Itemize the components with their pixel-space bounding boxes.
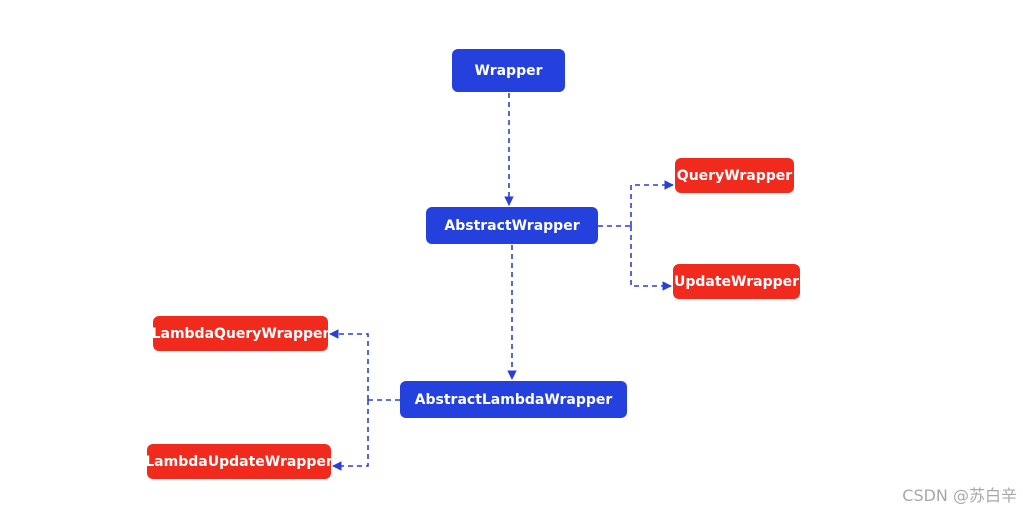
edge-abstract-lambda-to-lambda-update: [332, 400, 369, 471]
node-lambda-update-wrapper: LambdaUpdateWrapper: [145, 444, 333, 479]
node-abstract-wrapper: AbstractWrapper: [426, 207, 598, 244]
node-update-wrapper: UpdateWrapper: [673, 264, 800, 299]
watermark: CSDN @苏白辛: [902, 486, 1017, 505]
edge-abstract-to-update: [630, 226, 672, 291]
node-lambda-query-wrapper: LambdaQueryWrapper: [152, 316, 329, 351]
edge-abstract-to-query: [630, 180, 674, 226]
edge-abstract-lambda-to-lambda-query: [329, 329, 369, 400]
node-abstract-lambda-wrapper: AbstractLambdaWrapper: [400, 381, 627, 418]
node-query-wrapper: QueryWrapper: [675, 158, 794, 193]
node-wrapper: Wrapper: [452, 49, 565, 92]
